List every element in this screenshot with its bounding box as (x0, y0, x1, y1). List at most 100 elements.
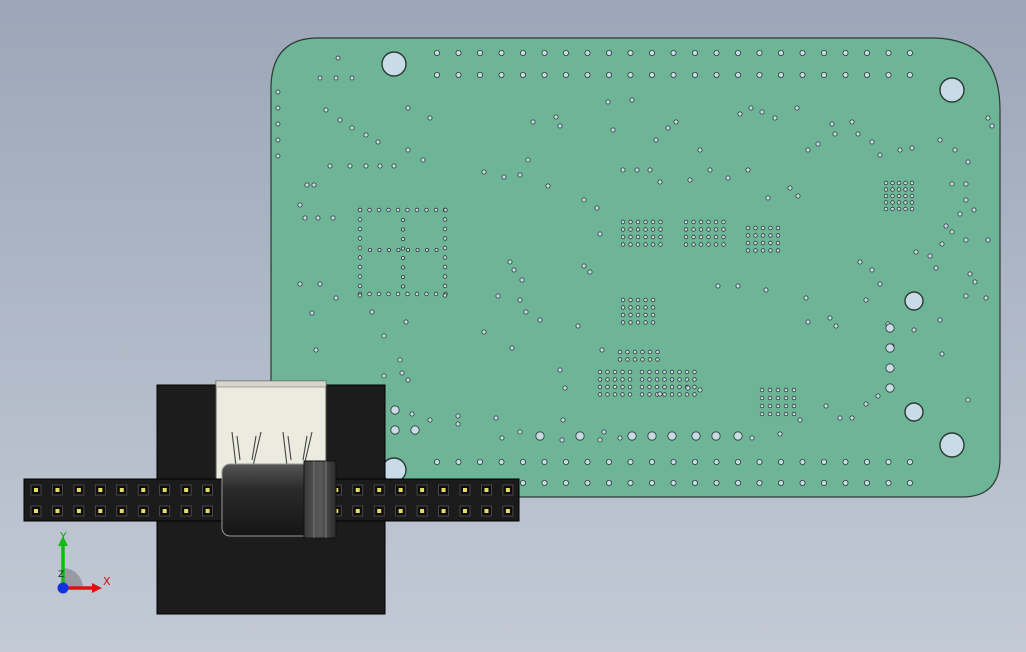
via-hole (628, 312, 633, 318)
via-hole (357, 245, 363, 251)
via-hole (775, 248, 781, 253)
via-hole (768, 240, 773, 246)
header-pin (484, 488, 489, 492)
via-hole (775, 411, 781, 417)
via-hole (620, 384, 625, 390)
z-axis-dot (57, 582, 69, 594)
via-hole (721, 227, 726, 232)
via-hole (715, 283, 721, 289)
via-hole (684, 377, 690, 382)
via-hole (525, 157, 531, 163)
via-hole (683, 227, 689, 232)
pad-hole (535, 431, 545, 441)
header-pin (505, 488, 510, 492)
via-hole (827, 315, 833, 321)
via-hole (692, 479, 699, 486)
via-hole (821, 72, 828, 79)
pad-hole (390, 425, 400, 435)
via-hole (647, 377, 652, 382)
via-hole (963, 181, 969, 187)
via-hole (511, 267, 517, 273)
via-hole (670, 479, 677, 486)
via-hole (650, 227, 656, 232)
via-hole (713, 479, 720, 486)
via-hole (635, 312, 641, 318)
header-pin (184, 509, 189, 513)
header-pin (162, 488, 167, 492)
header-pin (420, 509, 425, 513)
via-hole (787, 185, 793, 191)
via-hole (797, 417, 803, 423)
via-hole (541, 50, 548, 57)
via-hole (721, 234, 726, 240)
coordinate-triad[interactable]: X Y Z (48, 528, 118, 598)
via-hole (939, 351, 945, 357)
via-hole (584, 458, 591, 465)
via-hole (612, 392, 618, 397)
header-pin (484, 509, 489, 513)
via-hole (304, 182, 310, 188)
via-hole (315, 215, 321, 221)
pcb-board[interactable] (270, 37, 1001, 498)
via-hole (349, 125, 355, 131)
via-hole (896, 187, 902, 192)
pad-hole (885, 363, 895, 373)
header-pin (205, 509, 210, 513)
header-pin (505, 509, 510, 513)
header-pin (119, 488, 124, 492)
via-hole (673, 119, 679, 125)
via-hole (692, 384, 697, 390)
via-hole (756, 458, 763, 465)
via-hole (509, 345, 515, 351)
mounting-hole (904, 291, 924, 311)
via-hole (909, 145, 915, 151)
via-hole (323, 107, 329, 113)
via-hole (627, 392, 633, 397)
header-pin (98, 509, 103, 513)
via-hole (692, 377, 697, 382)
via-hole (909, 193, 915, 199)
via-hole (775, 387, 781, 393)
via-hole (967, 271, 973, 277)
via-hole (875, 393, 881, 399)
via-hole (620, 377, 625, 382)
barrel-connector[interactable] (221, 460, 337, 539)
via-hole (386, 207, 391, 213)
via-hole (414, 291, 420, 297)
via-hole (275, 89, 281, 95)
via-hole (405, 105, 411, 111)
mounting-hole (381, 457, 407, 483)
via-hole (599, 347, 605, 353)
via-hole (760, 240, 766, 246)
via-hole (791, 395, 797, 401)
via-hole (455, 413, 461, 419)
via-hole (541, 458, 548, 465)
via-hole (424, 207, 429, 213)
via-hole (333, 295, 339, 301)
via-hole (706, 242, 711, 247)
via-hole (476, 458, 483, 465)
via-hole (620, 305, 626, 310)
via-hole (317, 281, 323, 287)
via-hole (625, 349, 630, 355)
via-hole (597, 384, 603, 390)
via-hole (520, 458, 527, 465)
via-hole (377, 163, 383, 169)
via-hole (767, 403, 773, 409)
via-hole (357, 264, 363, 270)
via-hole (909, 187, 915, 192)
via-hole (783, 403, 789, 409)
via-hole (557, 123, 563, 129)
via-hole (823, 403, 829, 409)
via-hole (713, 219, 719, 225)
header-pin (355, 509, 360, 513)
via-hole (357, 293, 363, 298)
via-hole (909, 200, 915, 205)
via-hole (643, 242, 648, 247)
via-hole (317, 75, 323, 81)
via-hole (748, 105, 754, 111)
via-hole (756, 72, 763, 79)
via-hole (455, 50, 462, 57)
